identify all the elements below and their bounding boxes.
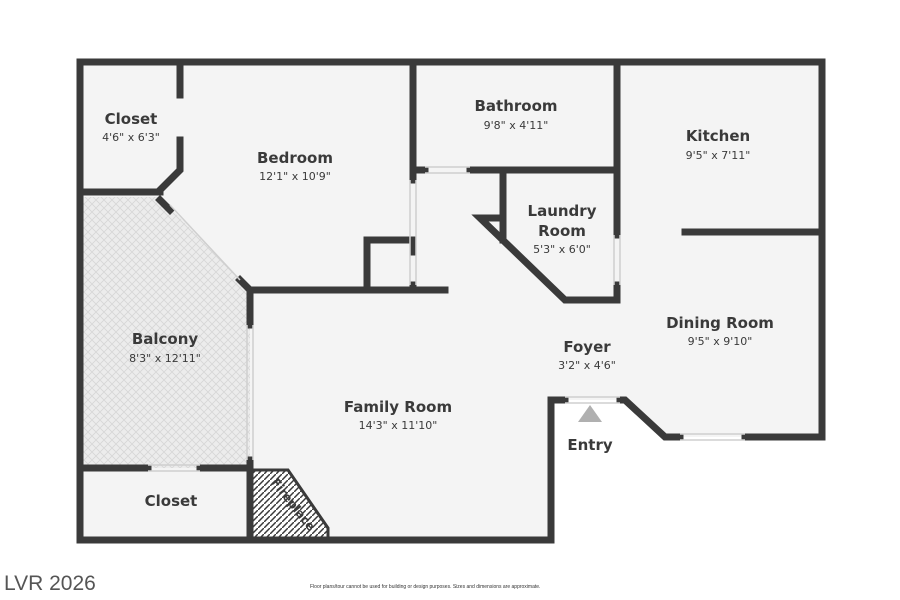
laundry-dim: 5'3" x 6'0": [533, 243, 591, 256]
dining-room-dim: 9'5" x 9'10": [688, 335, 753, 348]
family-room-dim: 14'3" x 11'10": [359, 419, 438, 432]
dining-room-label: Dining Room: [666, 314, 774, 332]
walls: [76, 58, 826, 544]
foyer-label: Foyer: [563, 338, 611, 356]
closet-2-label: Closet: [145, 492, 198, 510]
kitchen-label: Kitchen: [686, 127, 750, 145]
entry-arrow-icon: [578, 405, 602, 422]
disclaimer: Floor plans/tour cannot be used for buil…: [310, 584, 541, 590]
foyer-dim: 3'2" x 4'6": [558, 359, 616, 372]
balcony-floor: [80, 197, 250, 468]
laundry-label: Laundry: [528, 202, 597, 220]
balcony-dim: 8'3" x 12'11": [129, 352, 201, 365]
closet-dim: 4'6" x 6'3": [102, 131, 160, 144]
windows: [148, 166, 745, 472]
kitchen-dim: 9'5" x 7'11": [686, 149, 751, 162]
entry-label: Entry: [567, 436, 612, 454]
bathroom-dim: 9'8" x 4'11": [484, 119, 549, 132]
floor-area: [80, 62, 822, 540]
room-labels: Closet 4'6" x 6'3" Bedroom 12'1" x 10'9"…: [102, 97, 774, 533]
watermark: LVR 2026: [4, 572, 96, 595]
family-room-label: Family Room: [344, 398, 452, 416]
balcony-label: Balcony: [132, 330, 199, 348]
laundry-label-2: Room: [538, 222, 586, 240]
bedroom-dim: 12'1" x 10'9": [259, 170, 331, 183]
bedroom-label: Bedroom: [257, 149, 333, 167]
closet-label: Closet: [105, 110, 158, 128]
bathroom-label: Bathroom: [474, 97, 557, 115]
